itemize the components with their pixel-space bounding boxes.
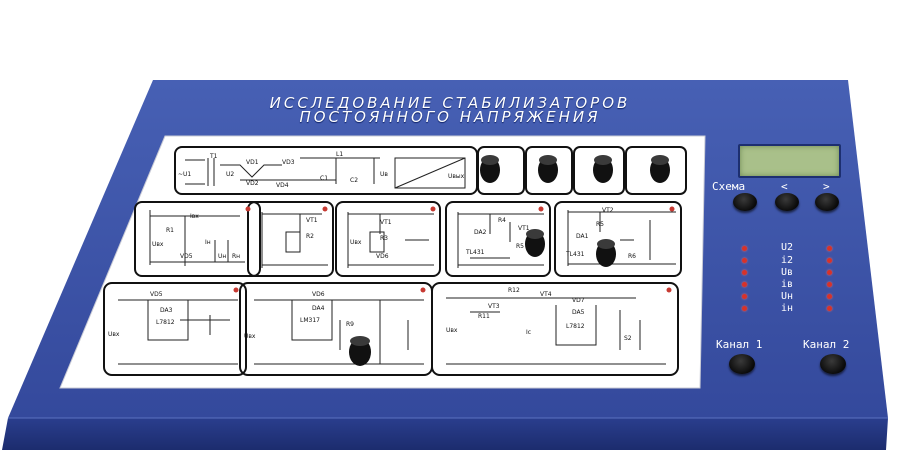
label-r1: R1 bbox=[166, 227, 174, 234]
indicator-label-iv: iв bbox=[780, 279, 794, 290]
block-pot-4 bbox=[625, 146, 687, 195]
label-da1: DA1 bbox=[576, 233, 589, 240]
label-u1: ~U1 bbox=[178, 171, 191, 178]
label-c1: C1 bbox=[320, 175, 328, 182]
panel-title-line1: ИССЛЕДОВАНИЕ СТАБИЛИЗАТОРОВ bbox=[269, 94, 631, 112]
label-vd7: VD7 bbox=[572, 297, 585, 304]
panel-title-line2: ПОСТОЯННОГО НАПРЯЖЕНИЯ bbox=[299, 108, 601, 126]
label-vd6-a: VD6 bbox=[376, 253, 389, 260]
channel1-button[interactable] bbox=[729, 354, 755, 374]
label-r9: R9 bbox=[346, 321, 354, 328]
label-vt3-b: VT1 bbox=[518, 225, 530, 232]
indicator-label-uv: Uв bbox=[780, 267, 794, 278]
block-l7812 bbox=[103, 282, 247, 376]
block-param-1 bbox=[134, 201, 261, 277]
channel2-button[interactable] bbox=[820, 354, 846, 374]
block-l7812-comp bbox=[431, 282, 679, 376]
label-r12: R12 bbox=[508, 287, 520, 294]
label-r4: R4 bbox=[498, 217, 506, 224]
scheme-label: Схема bbox=[712, 180, 746, 193]
label-da4: DA4 bbox=[312, 305, 325, 312]
label-lm317: LM317 bbox=[300, 317, 320, 324]
label-da3: DA3 bbox=[160, 307, 173, 314]
indicator-label-un: Uн bbox=[780, 291, 794, 302]
label-uvyh: Uвых bbox=[448, 173, 465, 180]
label-vd5: VD5 bbox=[180, 253, 193, 260]
label-rn-1: Rн bbox=[232, 253, 240, 260]
next-label: > bbox=[823, 180, 830, 193]
label-r3: R3 bbox=[380, 235, 388, 242]
label-c2: C2 bbox=[350, 177, 358, 184]
label-t1: T1 bbox=[209, 153, 218, 160]
label-un-1: Uн bbox=[218, 253, 226, 260]
label-tl431-a: TL431 bbox=[465, 249, 485, 256]
label-uv: Uв bbox=[380, 171, 388, 178]
label-da5: DA5 bbox=[572, 309, 585, 316]
label-uvh-5: Uвх bbox=[446, 327, 458, 334]
label-l1: L1 bbox=[336, 151, 343, 158]
label-in-1: Iн bbox=[205, 239, 211, 246]
channel2-label: Канал 2 bbox=[803, 338, 850, 351]
led-right-uv bbox=[827, 270, 832, 275]
led-left-iv bbox=[742, 282, 747, 287]
label-vt3: VT3 bbox=[488, 303, 500, 310]
indicator-label-i2: i2 bbox=[780, 255, 794, 266]
block-param-2 bbox=[247, 201, 334, 277]
prev-button[interactable] bbox=[775, 193, 799, 211]
label-l7812-b: L7812 bbox=[566, 323, 585, 330]
label-ic: Ic bbox=[526, 329, 531, 336]
label-vd6-b: VD6 bbox=[312, 291, 325, 298]
label-vt1-a: VT1 bbox=[306, 217, 318, 224]
label-vt1-b: VT1 bbox=[380, 219, 392, 226]
label-r5-b: R5 bbox=[596, 221, 604, 228]
led-right-un bbox=[827, 294, 832, 299]
label-uvh-1: Uвх bbox=[152, 241, 164, 248]
led-left-un bbox=[742, 294, 747, 299]
label-vd5-b: VD5 bbox=[150, 291, 163, 298]
next-button[interactable] bbox=[815, 193, 839, 211]
label-r11: R11 bbox=[478, 313, 490, 320]
label-vt2: VT2 bbox=[602, 207, 614, 214]
led-left-in bbox=[742, 306, 747, 311]
label-vd4: VD4 bbox=[276, 182, 289, 189]
label-da2: DA2 bbox=[474, 229, 487, 236]
block-pot-1 bbox=[477, 146, 525, 195]
label-r6: R6 bbox=[628, 253, 636, 260]
indicator-label-in: iн bbox=[780, 303, 794, 314]
label-r2: R2 bbox=[306, 233, 314, 240]
label-iv-1: Iвх bbox=[190, 213, 199, 220]
board-front-edge bbox=[2, 418, 888, 450]
indicator-label-u2: U2 bbox=[780, 242, 794, 253]
led-right-iv bbox=[827, 282, 832, 287]
label-uvh-2: Uвх bbox=[350, 239, 362, 246]
schematic-panel bbox=[59, 135, 706, 389]
label-r5-a: R5 bbox=[516, 243, 524, 250]
block-tl431-1 bbox=[445, 201, 551, 277]
label-l7812-a: L7812 bbox=[156, 319, 175, 326]
block-pot-2 bbox=[525, 146, 573, 195]
block-pot-3 bbox=[573, 146, 625, 195]
led-left-uv bbox=[742, 270, 747, 275]
led-right-u2 bbox=[827, 246, 832, 251]
prev-label: < bbox=[781, 180, 788, 193]
label-uvh-3: Uвх bbox=[108, 331, 120, 338]
led-left-i2 bbox=[742, 258, 747, 263]
led-right-i2 bbox=[827, 258, 832, 263]
label-vd3: VD3 bbox=[282, 159, 295, 166]
block-param-3 bbox=[335, 201, 441, 277]
label-tl431-b: TL431 bbox=[565, 251, 585, 258]
scheme-button[interactable] bbox=[733, 193, 757, 211]
label-uvh-4: Uвх bbox=[244, 333, 256, 340]
led-right-in bbox=[827, 306, 832, 311]
label-vt4: VT4 bbox=[540, 291, 552, 298]
label-vd1: VD1 bbox=[246, 159, 259, 166]
block-tl431-2 bbox=[554, 201, 682, 277]
led-left-u2 bbox=[742, 246, 747, 251]
label-u2: U2 bbox=[226, 171, 234, 178]
channel1-label: Канал 1 bbox=[716, 338, 763, 351]
lcd-display bbox=[738, 144, 841, 178]
label-vd2: VD2 bbox=[246, 180, 259, 187]
label-s2: S2 bbox=[624, 335, 632, 342]
